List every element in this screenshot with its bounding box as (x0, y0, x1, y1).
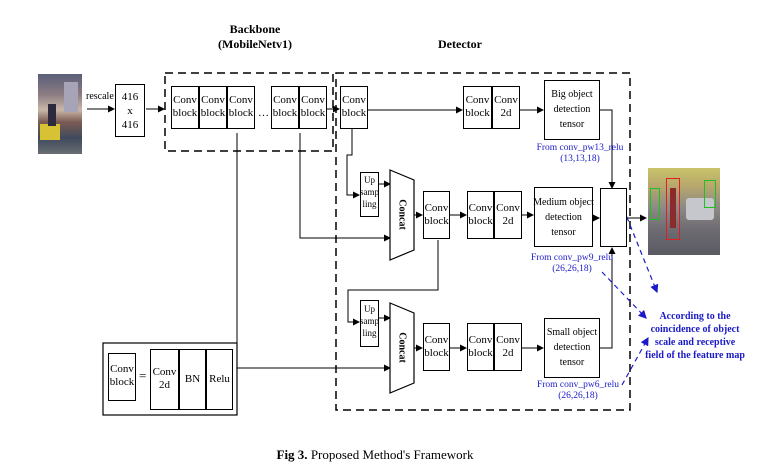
legend-conv2d-label: Conv 2d (152, 366, 177, 391)
medium-conv-block-label: Conv block (424, 202, 449, 227)
upsampling-2 (360, 300, 379, 347)
ellipsis: … (258, 107, 269, 119)
upsampling-2-label: Up samp ling (360, 304, 379, 338)
backbone-conv-block (199, 86, 227, 129)
upsampling-1-label: Up samp ling (360, 175, 379, 209)
caption-text: Proposed Method's Framework (307, 447, 474, 462)
backbone-conv-block (171, 86, 199, 129)
concat-shape-1 (389, 169, 415, 261)
legend-conv-block (108, 353, 136, 401)
small-tensor-label: Small object detection tensor (546, 327, 598, 368)
input-size-box (115, 84, 145, 137)
legend-relu-label: Relu (209, 373, 230, 385)
backbone-conv-block-label: Conv block (300, 94, 326, 119)
input-size-label: 416 x 416 (121, 91, 139, 131)
legend-bn (179, 349, 206, 410)
legend-relu (206, 349, 233, 410)
small-conv2d-label: Conv 2d (496, 334, 520, 359)
legend-conv2d (150, 349, 179, 410)
rescale-label: rescale (86, 91, 114, 102)
caption-prefix: Fig 3. (276, 447, 308, 462)
big-conv2d (492, 86, 520, 129)
backbone-conv-block-label: Conv block (272, 94, 298, 119)
figure-caption: Fig 3. Proposed Method's Framework (270, 435, 474, 462)
medium-conv-block (423, 191, 450, 239)
small-conv-block-2-label: Conv block (468, 334, 493, 359)
legend-frame (102, 342, 238, 416)
medium-conv2d-label: Conv 2d (496, 202, 520, 227)
backbone-frame (164, 72, 334, 152)
legend-conv-block-label: Conv block (109, 363, 135, 388)
concat-1-label: Concat (396, 199, 408, 230)
backbone-conv-block (227, 86, 255, 129)
detector-conv-block (340, 86, 368, 129)
medium-tensor-box (534, 187, 593, 247)
big-tensor-label: Big object detection tensor (551, 89, 593, 130)
small-conv2d (494, 323, 522, 371)
legend-bn-label: BN (184, 373, 201, 385)
backbone-conv-block-label: Conv block (172, 94, 198, 119)
big-conv-block (463, 86, 492, 129)
concat-shape-2 (389, 302, 415, 394)
from-pw13-label: From conv_pw13_relu (13,13,18) (536, 143, 624, 164)
big-conv-block-label: Conv block (465, 94, 490, 119)
upsampling-1 (360, 172, 379, 217)
small-tensor-box (544, 318, 600, 378)
detector-conv-block-label: Conv block (341, 94, 367, 119)
medium-conv-block-2 (467, 191, 494, 239)
medium-conv-block-2-label: Conv block (468, 202, 493, 227)
small-conv-block (423, 323, 450, 371)
medium-tensor-label: Medium object detection tensor (533, 197, 594, 238)
legend-equals: = (139, 368, 147, 383)
backbone-conv-block (299, 86, 327, 129)
output-image (648, 168, 720, 255)
big-tensor-box (544, 80, 600, 140)
backbone-conv-block (271, 86, 299, 129)
big-conv2d-label: Conv 2d (494, 94, 518, 119)
backbone-title: Backbone (MobileNetv1) (218, 22, 292, 51)
from-pw9-label: From conv_pw9_relu (26,26,18) (530, 253, 614, 274)
medium-conv2d (494, 191, 522, 239)
from-pw6-label: From conv_pw6_relu (26,26,18) (536, 380, 620, 401)
small-conv-block-label: Conv block (424, 334, 449, 359)
small-conv-block-2 (467, 323, 494, 371)
detector-title: Detector (438, 37, 482, 51)
backbone-conv-block-label: Conv block (228, 94, 254, 119)
concat-2-label: Concat (396, 332, 408, 363)
merge-box (600, 188, 627, 247)
backbone-conv-block-label: Conv block (200, 94, 226, 119)
detector-frame (335, 72, 631, 411)
input-image (38, 74, 82, 154)
according-note: According to the coincidence of object s… (645, 311, 745, 361)
